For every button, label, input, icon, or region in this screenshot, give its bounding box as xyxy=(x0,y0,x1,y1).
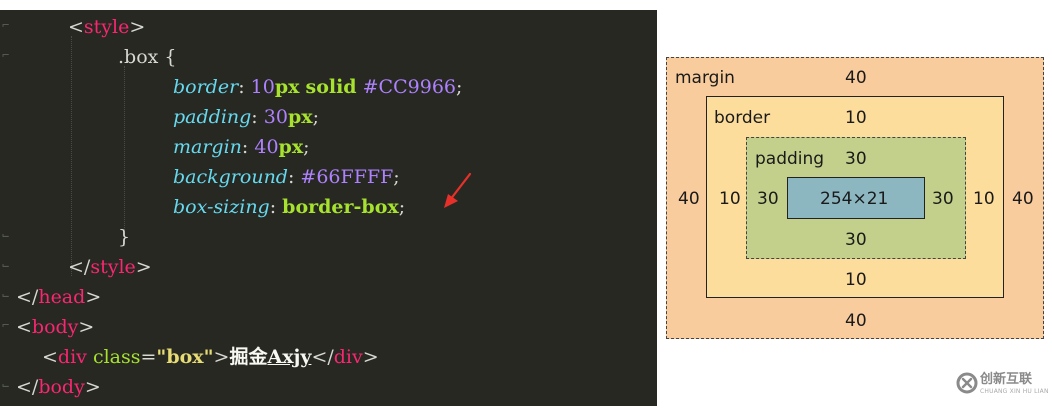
tag-bracket: < xyxy=(16,316,32,338)
box-model-content-area xyxy=(787,177,925,219)
code-line-selector: .box { xyxy=(118,42,177,72)
code-line-padding: padding: 30px; xyxy=(173,102,319,132)
padding-top-value: 30 xyxy=(845,149,867,169)
attr-name: class xyxy=(92,346,141,368)
element-text-underlined: Axjy xyxy=(267,346,312,368)
tag-bracket: > xyxy=(84,376,101,398)
css-colon: : xyxy=(287,166,295,188)
tag-name: div xyxy=(57,346,87,368)
code-line-div: <div class="box">掘金Axjy</div> xyxy=(42,342,379,372)
css-property: padding xyxy=(173,106,252,128)
tag-bracket: > xyxy=(213,346,230,368)
logo-mark-icon xyxy=(956,372,978,394)
css-property: margin xyxy=(173,136,242,158)
css-unit: px xyxy=(274,76,300,98)
code-line-body-close: </body> xyxy=(16,372,101,402)
css-brace: { xyxy=(164,46,177,68)
css-number: 40 xyxy=(254,136,279,158)
watermark-text: 创新互联 xyxy=(980,372,1033,387)
css-colon: : xyxy=(238,76,245,98)
code-line-background: background: #66FFFF; xyxy=(173,162,400,192)
border-label: border xyxy=(714,108,771,128)
tag-bracket: > xyxy=(135,256,152,278)
margin-right-value: 40 xyxy=(1012,189,1034,209)
margin-left-value: 40 xyxy=(678,189,700,209)
css-color-value: #66FFFF xyxy=(300,166,394,188)
css-number: 10 xyxy=(250,76,275,98)
code-line-style-open: <style> xyxy=(68,12,145,42)
css-brace: } xyxy=(118,226,131,248)
tag-bracket: </ xyxy=(311,346,334,368)
watermark-logo: 创新互联 CHUANG XIN HU LIAN xyxy=(952,366,1052,408)
red-arrow-icon xyxy=(444,172,472,208)
code-line-border: border: 10px solid #CC9966; xyxy=(173,72,462,102)
css-semicolon: ; xyxy=(398,196,406,218)
css-property: border xyxy=(173,76,239,98)
padding-bottom-value: 30 xyxy=(845,230,867,250)
indent-guide xyxy=(71,36,72,276)
border-top-value: 10 xyxy=(845,108,867,128)
tag-name: body xyxy=(38,376,85,398)
css-semicolon: ; xyxy=(456,76,463,98)
margin-top-value: 40 xyxy=(845,68,867,88)
tag-bracket: > xyxy=(129,16,146,38)
tag-bracket: </ xyxy=(16,286,39,308)
tag-name: style xyxy=(90,256,136,278)
css-number: 30 xyxy=(263,106,288,128)
padding-label: padding xyxy=(755,149,825,169)
attr-equals: = xyxy=(140,346,157,368)
css-property: box-sizing xyxy=(173,196,270,218)
attr-value: "box" xyxy=(156,346,214,368)
css-keyword: border-box xyxy=(282,196,399,218)
code-line-style-close: </style> xyxy=(68,252,152,282)
border-left-value: 10 xyxy=(719,189,741,209)
code-line-box-sizing: box-sizing: border-box; xyxy=(173,192,405,222)
tag-bracket: > xyxy=(85,286,102,308)
fold-marker-icon[interactable]: ⌐ xyxy=(2,18,10,32)
element-text: 掘金 xyxy=(229,346,268,368)
tag-name: body xyxy=(31,316,79,338)
border-right-value: 10 xyxy=(973,189,995,209)
tag-bracket: < xyxy=(68,16,84,38)
css-colon: : xyxy=(269,196,277,218)
css-colon: : xyxy=(251,106,258,128)
code-editor[interactable]: ⌐ ⌐ ⌙ ⌙ ⌙ ⌐ ⌙ <style> .box { border: 10p… xyxy=(0,10,657,406)
css-property: background xyxy=(173,166,288,188)
fold-marker-icon[interactable]: ⌐ xyxy=(2,48,10,62)
indent-guide xyxy=(124,66,125,246)
tag-name: head xyxy=(38,286,86,308)
fold-marker-icon[interactable]: ⌙ xyxy=(2,288,10,302)
watermark-subtext: CHUANG XIN HU LIAN xyxy=(980,388,1049,395)
margin-bottom-value: 40 xyxy=(845,311,867,331)
tag-bracket: </ xyxy=(68,256,91,278)
fold-marker-icon[interactable]: ⌙ xyxy=(2,378,10,392)
css-keyword: solid xyxy=(305,76,357,98)
tag-bracket: </ xyxy=(16,376,39,398)
css-unit: px xyxy=(287,106,313,128)
css-colon: : xyxy=(241,136,249,158)
css-semicolon: ; xyxy=(393,166,400,188)
border-bottom-value: 10 xyxy=(845,270,867,290)
css-unit: px xyxy=(278,136,304,158)
padding-right-value: 30 xyxy=(932,189,954,209)
css-color-value: #CC9966 xyxy=(362,76,456,98)
css-semicolon: ; xyxy=(312,106,319,128)
tag-name: div xyxy=(333,346,363,368)
code-line-margin: margin: 40px; xyxy=(173,132,310,162)
fold-marker-icon[interactable]: ⌙ xyxy=(2,228,10,242)
code-line-body-open: <body> xyxy=(16,312,94,342)
fold-marker-icon[interactable]: ⌐ xyxy=(2,318,10,332)
margin-label: margin xyxy=(675,68,735,88)
padding-left-value: 30 xyxy=(757,189,779,209)
fold-marker-icon[interactable]: ⌙ xyxy=(2,258,10,272)
code-line-close-brace: } xyxy=(118,222,130,252)
tag-name: style xyxy=(83,16,130,38)
css-semicolon: ; xyxy=(303,136,310,158)
tag-bracket: > xyxy=(78,316,95,338)
tag-bracket: > xyxy=(362,346,379,368)
code-line-head-close: </head> xyxy=(16,282,101,312)
content-size-value: 254×21 xyxy=(820,189,889,209)
tag-bracket: < xyxy=(42,346,58,368)
css-selector: .box xyxy=(118,46,159,68)
